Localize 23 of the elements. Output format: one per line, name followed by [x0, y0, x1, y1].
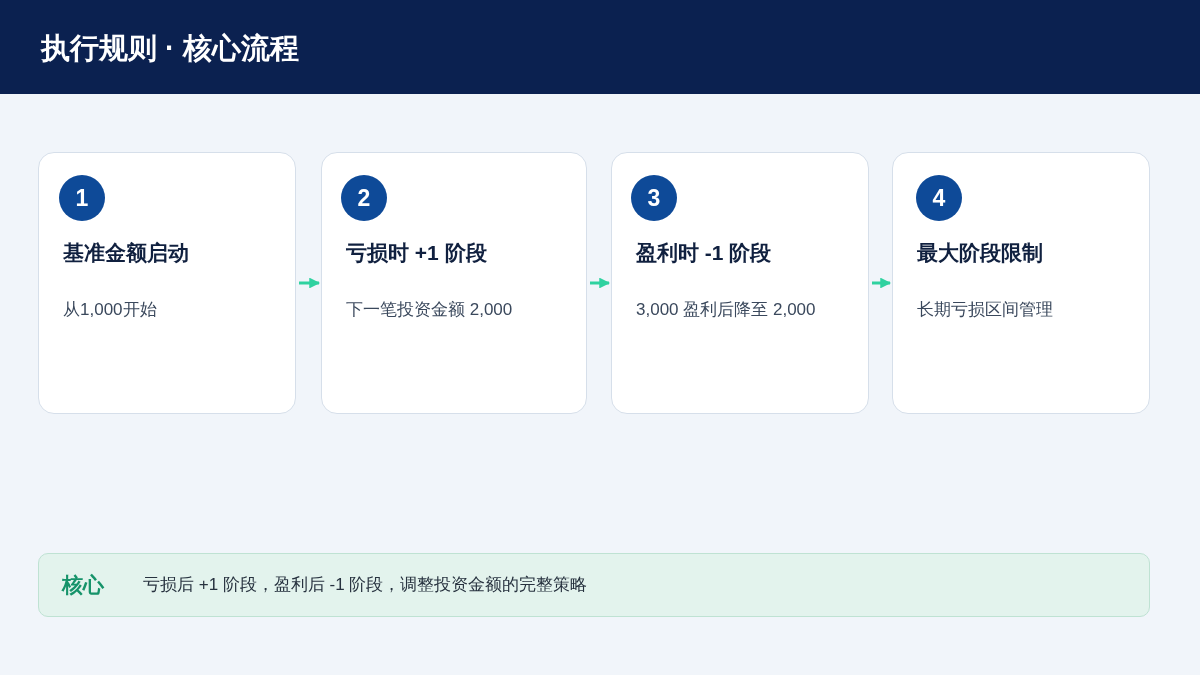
arrow [590, 277, 611, 289]
step-heading: 基准金额启动 [63, 240, 189, 266]
step-heading: 盈利时 -1 阶段 [636, 240, 772, 266]
step-card [38, 152, 296, 414]
step-heading: 最大阶段限制 [917, 240, 1043, 266]
step-description: 长期亏损区间管理 [917, 299, 1053, 321]
step-number-circle: 2 [341, 175, 387, 221]
step-card [321, 152, 587, 414]
page-title: 执行规则 · 核心流程 [41, 31, 299, 66]
step-heading: 亏损时 +1 阶段 [346, 240, 487, 266]
summary-text: 亏损后 +1 阶段，盈利后 -1 阶段，调整投资金额的完整策略 [143, 574, 588, 596]
step-number-circle: 4 [916, 175, 962, 221]
step-number-circle: 3 [631, 175, 677, 221]
step-number-circle: 1 [59, 175, 105, 221]
step-description: 下一笔投资金额 2,000 [346, 299, 513, 321]
step-description: 从1,000开始 [63, 299, 157, 321]
arrow [299, 277, 321, 289]
summary-banner [38, 553, 1150, 617]
step-card [611, 152, 869, 414]
step-card [892, 152, 1150, 414]
arrow [872, 277, 892, 289]
step-description: 3,000 盈利后降至 2,000 [636, 299, 816, 321]
summary-label: 核心 [62, 572, 104, 598]
